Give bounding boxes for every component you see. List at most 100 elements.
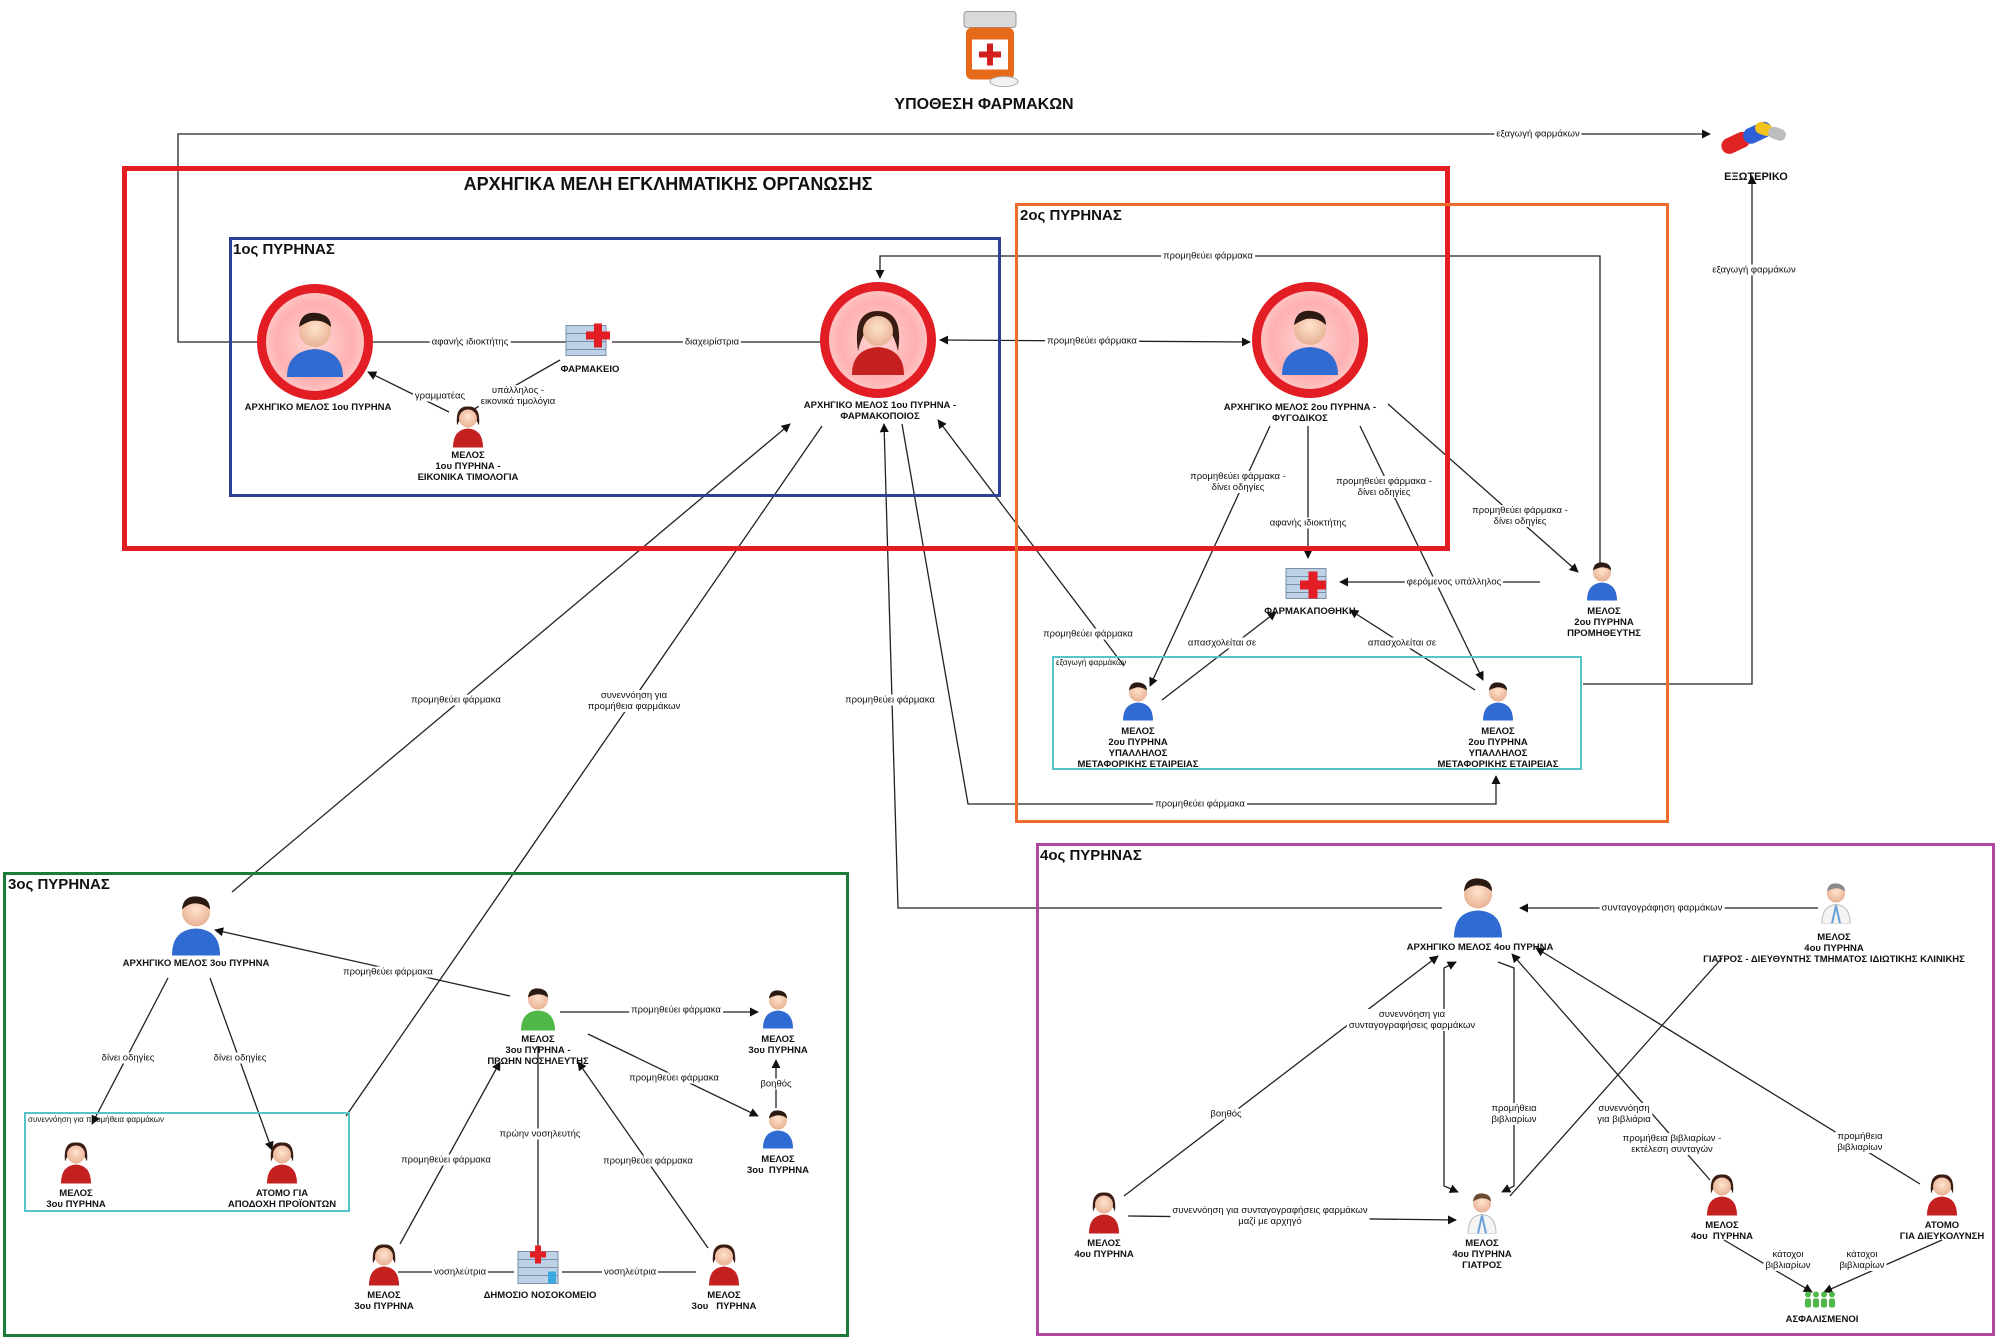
hospital-building-icon[interactable] (514, 1242, 562, 1291)
capsules-icon (1714, 116, 1790, 165)
nurse3l-label: ΜΕΛΟΣ 3ου ΠΥΡΗΝΑ (354, 1290, 414, 1312)
edge-label: νοσηλεύτρια (431, 1266, 489, 1278)
facilitator-label: ΑΤΟΜΟ ΓΙΑ ΔΙΕΥΚΟΛΥΝΣΗ (1899, 1220, 1985, 1242)
person-female-icon[interactable] (59, 1140, 93, 1189)
leader3-label: ΑΡΧΗΓΙΚΟ ΜΕΛΟΣ 3ου ΠΥΡΗΝΑ (122, 958, 270, 969)
nurse-label: ΜΕΛΟΣ 3ου ΠΥΡΗΝΑ - ΠΡΩΗΝ ΝΟΣΗΛΕΥΤΗΣ (487, 1034, 589, 1067)
transport2a-label: ΜΕΛΟΣ 2ου ΠΥΡΗΝΑ ΥΠΑΛΛΗΛΟΣ ΜΕΤΑΦΟΡΙΚΗΣ Ε… (1077, 726, 1199, 770)
person-female-icon[interactable] (707, 1242, 741, 1291)
doctor4-label: ΜΕΛΟΣ 4ου ΠΥΡΗΝΑ ΓΙΑΤΡΟΣ (1452, 1238, 1512, 1271)
core3-sub-box (24, 1112, 350, 1212)
edge-label: συνεννόηση για προμήθεια φαρμάκων (585, 690, 683, 712)
abroad-label: ΕΞΩΤΕΡΙΚΟ (1724, 171, 1788, 183)
core2-title: 2ος ΠΥΡΗΝΑΣ (1020, 207, 1122, 224)
person-male-icon[interactable] (1481, 679, 1515, 726)
person-female-icon[interactable] (1925, 1172, 1959, 1221)
edge-label: εξαγωγή φαρμάκων (1494, 128, 1582, 140)
member1-label: ΜΕΛΟΣ 1ου ΠΥΡΗΝΑ - ΕΙΚΟΝΙΚΑ ΤΙΜΟΛΟΓΙΑ (417, 450, 519, 483)
warehouse-label: ΦΑΡΜΑΚΑΠΟΘΗΚΗ (1264, 606, 1356, 617)
person-female-icon[interactable] (1087, 1190, 1121, 1239)
doctor-icon[interactable] (1820, 880, 1852, 929)
leader2-node[interactable] (1252, 282, 1368, 398)
receiver3-label: ΑΤΟΜΟ ΓΙΑ ΑΠΟΔΟΧΗ ΠΡΟΪΟΝΤΩΝ (227, 1188, 337, 1210)
edge-coord-presc (1443, 961, 1459, 1193)
person-male-icon[interactable] (1121, 679, 1155, 726)
edge-label: προμηθεύει φάρμακα - δίνει οδηγίες (1470, 505, 1570, 527)
insured-label: ΑΣΦΑΛΙΣΜΕΝΟΙ (1785, 1314, 1859, 1325)
transport2b-label: ΜΕΛΟΣ 2ου ΠΥΡΗΝΑ ΥΠΑΛΛΗΛΟΣ ΜΕΤΑΦΟΡΙΚΗΣ Ε… (1437, 726, 1559, 770)
edge-books-supply (1497, 961, 1515, 1193)
person-male-icon[interactable] (1585, 559, 1619, 606)
edge-label: γραμματέας (412, 390, 468, 402)
edge-helper4 (1123, 955, 1439, 1197)
edge-label: προμηθεύει φάρμακα (399, 1154, 493, 1166)
person-male-icon[interactable] (519, 985, 557, 1036)
member3w-label: ΜΕΛΟΣ 3ου ΠΥΡΗΝΑ (46, 1188, 106, 1210)
people-group-icon[interactable] (1803, 1291, 1837, 1314)
core2-transport-title: εξαγωγή φαρμάκων (1056, 658, 1127, 667)
edge-instr3b (209, 977, 274, 1151)
edge-secretary (367, 371, 450, 413)
edge-label: νοσηλεύτρια (601, 1266, 659, 1278)
edge-c3-supplies-leader (214, 927, 511, 997)
leader2-label: ΑΡΧΗΓΙΚΟ ΜΕΛΟΣ 2ου ΠΥΡΗΝΑ - ΦΥΓΟΔΙΚΟΣ (1223, 402, 1377, 424)
edge-label: προμηθεύει φάρμακα (629, 1004, 723, 1016)
core3-title: 3ος ΠΥΡΗΝΑΣ (8, 876, 110, 893)
edge-c3-supplies-r (577, 1061, 709, 1249)
member4m-label: ΜΕΛΟΣ 4ου ΠΥΡΗΝΑ (1690, 1220, 1754, 1242)
edge-employed-b (1349, 609, 1476, 691)
edge-label: δίνει οδηγίες (211, 1052, 269, 1064)
founders-box (122, 166, 1450, 551)
leader1-node[interactable] (257, 284, 373, 400)
edge-label: προμήθεια βιβλιαρίων (1489, 1103, 1539, 1125)
pharmacist-node[interactable] (820, 282, 936, 398)
leader4-label: ΑΡΧΗΓΙΚΟ ΜΕΛΟΣ 4ου ΠΥΡΗΝΑ (1406, 942, 1554, 953)
nurse3r-label: ΜΕΛΟΣ 3ου ΠΥΡΗΝΑ (691, 1290, 757, 1312)
edge-label: συνταγογράφηση φαρμάκων (1599, 902, 1725, 914)
edge-label: προμηθεύει φάρμακα (1153, 798, 1247, 810)
edge-label: κάτοχοι βιβλιαρίων (1763, 1249, 1813, 1271)
edge-label: φερόμενος υπάλληλος (1404, 576, 1504, 588)
person-female-icon[interactable] (451, 404, 485, 453)
edge-coord-books (1509, 957, 1723, 1197)
person-male-icon (1282, 310, 1338, 375)
edge-label: προμηθεύει φάρμακα (341, 966, 435, 978)
pharmacy-building-icon[interactable] (564, 318, 612, 363)
warehouse-building-icon[interactable] (1284, 559, 1332, 606)
edge-label: προμήθεια βιβλιαρίων (1835, 1131, 1885, 1153)
person-male-icon[interactable] (761, 987, 795, 1034)
core4-box (1036, 843, 1995, 1336)
person-female-icon[interactable] (367, 1242, 401, 1291)
doctor-icon[interactable] (1466, 1190, 1498, 1239)
edge-instr-left (1149, 425, 1271, 687)
person-female-icon[interactable] (1705, 1172, 1739, 1221)
founders-title: ΑΡΧΗΓΙΚΑ ΜΕΛΗ ΕΓΚΛΗΜΑΤΙΚΗΣ ΟΡΓΑΝΩΣΗΣ (463, 174, 873, 194)
person-male-icon[interactable] (761, 1107, 795, 1154)
edge-instr-right (1387, 403, 1579, 573)
edge-label: προμηθεύει φάρμακα (1045, 335, 1139, 347)
core1-title: 1ος ΠΥΡΗΝΑΣ (233, 241, 335, 258)
edge-instr-mid (1359, 425, 1484, 681)
edge-label: συνεννόηση για βιβλιάρια (1595, 1103, 1653, 1125)
edge-label: πρώην νοσηλευτής (497, 1128, 583, 1140)
page-title: ΥΠΟΘΕΣΗ ΦΑΡΜΑΚΩΝ (894, 96, 1074, 113)
edge-label: προμηθεύει φάρμακα - δίνει οδηγίες (1334, 476, 1434, 498)
edge-label: προμηθεύει φάρμακα (601, 1155, 695, 1167)
edge-supplies-to-pharm (937, 419, 1125, 667)
pharmacy-label: ΦΑΡΜΑΚΕΙΟ (560, 364, 620, 375)
person-female-icon[interactable] (265, 1140, 299, 1189)
edge-label: βοηθός (758, 1078, 794, 1090)
edge-export-top (177, 129, 1711, 343)
edge-coord-c3 (345, 425, 823, 1117)
edge-instr3a (91, 977, 169, 1125)
core3-box (3, 872, 849, 1337)
edge-label: δίνει οδηγίες (99, 1052, 157, 1064)
edge-label: συνεννόηση για συνταγογραφήσεις φαρμάκων (1346, 1009, 1478, 1031)
edge-supplies-c4 (879, 423, 1442, 909)
edge-c3-supplies-l (399, 1061, 501, 1245)
person-male-icon[interactable] (1451, 874, 1505, 943)
edge-label: υπάλληλος - εικονικά τιμολόγια (478, 385, 558, 407)
person-male-icon[interactable] (169, 892, 223, 961)
edge-label: αφανής ιδιοκτήτης (1267, 517, 1349, 529)
member3b2-label: ΜΕΛΟΣ 3ου ΠΥΡΗΝΑ (746, 1154, 810, 1176)
